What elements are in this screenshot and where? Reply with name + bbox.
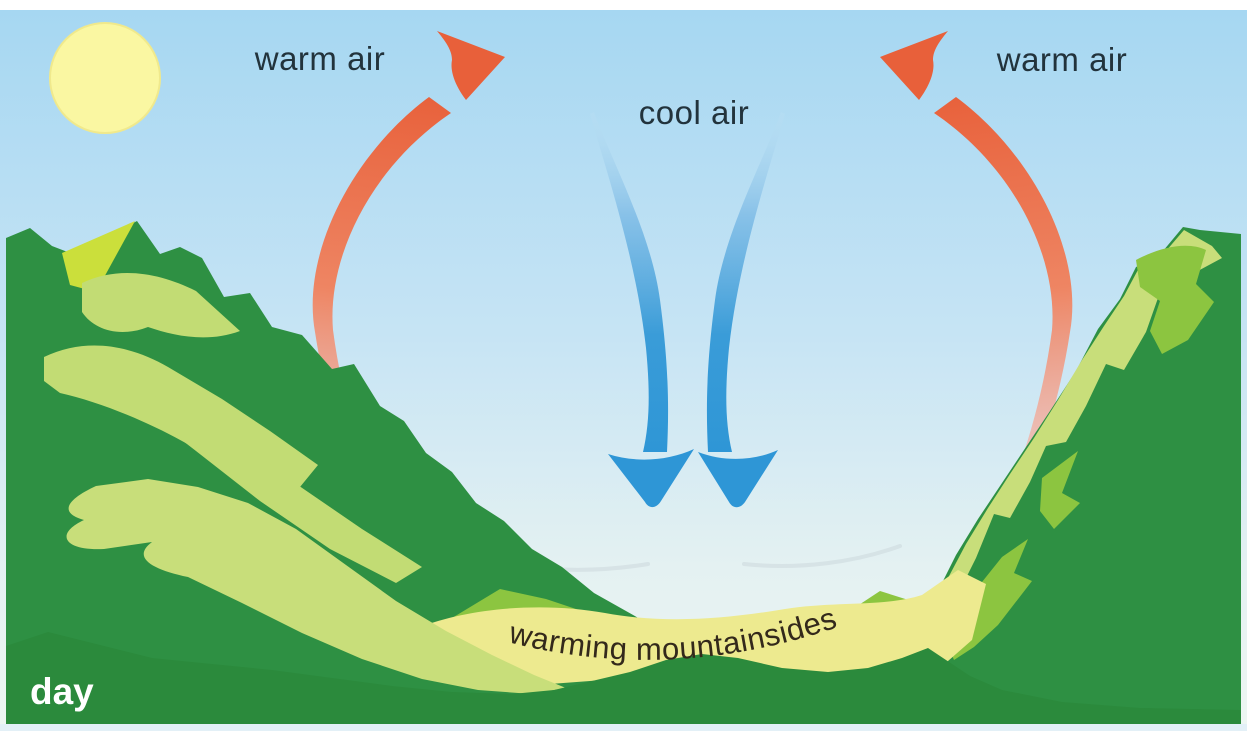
warm-air-label-right: warm air: [996, 41, 1128, 78]
warm-air-label-left: warm air: [254, 40, 386, 77]
bottom-edge-strip: [0, 724, 1247, 731]
cool-air-arrow-left: [590, 112, 694, 508]
mountain-left-light-patch-1: [82, 272, 240, 338]
mountain-right-medium-lance-mid: [1040, 451, 1080, 529]
circulation-wisp-right: [742, 544, 902, 568]
cool-arrow-left-stem: [590, 112, 669, 452]
cool-arrow-right-head: [698, 450, 778, 508]
cool-arrow-right-stem: [706, 112, 785, 452]
warm-arrow-right-head: [880, 31, 948, 100]
valley-pale-floor: [418, 570, 986, 684]
day-label: day: [30, 671, 94, 712]
foreground-dark-ridge: [6, 632, 1241, 725]
mountain-left-light-patch-3: [152, 395, 422, 583]
warm-arrow-left-head: [437, 31, 505, 100]
valley-floor: [66, 479, 996, 694]
cool-arrow-left-head: [608, 449, 694, 508]
valley-left-light-tongue: [66, 479, 566, 694]
mountain-right-medium-patch-top: [1136, 245, 1214, 354]
cool-air-arrow-right: [698, 112, 785, 508]
cool-air-label: cool air: [639, 94, 749, 131]
sun-icon: [49, 22, 161, 134]
mountain-left-peak-highlight: [62, 221, 135, 292]
